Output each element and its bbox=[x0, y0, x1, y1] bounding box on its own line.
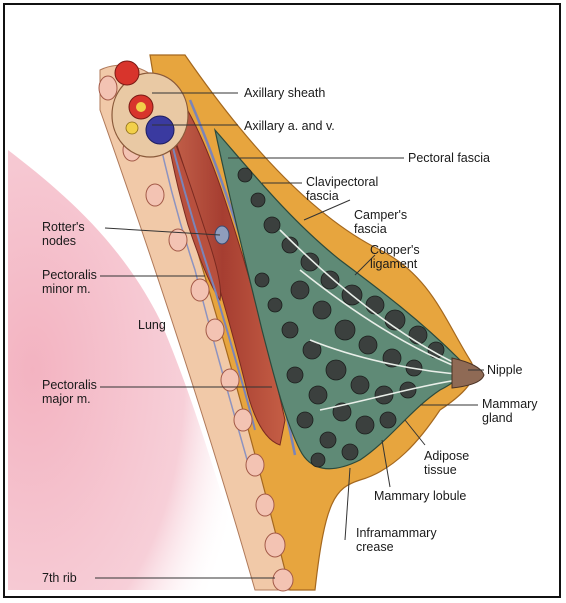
label-coopers-ligament: Cooper's ligament bbox=[370, 243, 420, 271]
artery-icon bbox=[115, 61, 139, 85]
label-campers-fascia: Camper's fascia bbox=[354, 208, 407, 236]
label-axillary-artery-vein: Axillary a. and v. bbox=[244, 119, 335, 133]
label-nipple: Nipple bbox=[487, 363, 522, 377]
label-line: tissue bbox=[424, 463, 469, 477]
label-line: crease bbox=[356, 540, 437, 554]
label-pectoral-fascia: Pectoral fascia bbox=[408, 151, 490, 165]
label-line: Cooper's bbox=[370, 243, 420, 257]
label-clavipectoral-fascia: Clavipectoral fascia bbox=[306, 175, 378, 203]
label-line: Inframammary bbox=[356, 526, 437, 540]
label-line: Mammary bbox=[482, 397, 538, 411]
label-lung: Lung bbox=[138, 318, 166, 332]
label-line: ligament bbox=[370, 257, 420, 271]
label-adipose-tissue: Adipose tissue bbox=[424, 449, 469, 477]
label-line: gland bbox=[482, 411, 538, 425]
label-line: Adipose bbox=[424, 449, 469, 463]
nipple bbox=[452, 358, 484, 388]
label-seventh-rib: 7th rib bbox=[42, 571, 77, 585]
label-line: fascia bbox=[306, 189, 378, 203]
label-pectoralis-major: Pectoralis major m. bbox=[42, 378, 97, 406]
label-inframammary-crease: Inframammary crease bbox=[356, 526, 437, 554]
label-axillary-sheath: Axillary sheath bbox=[244, 86, 325, 100]
label-line: Camper's bbox=[354, 208, 407, 222]
label-mammary-lobule: Mammary lobule bbox=[374, 489, 466, 503]
label-line: fascia bbox=[354, 222, 407, 236]
label-pectoralis-minor: Pectoralis minor m. bbox=[42, 268, 97, 296]
label-mammary-gland: Mammary gland bbox=[482, 397, 538, 425]
label-line: Pectoralis bbox=[42, 378, 97, 392]
label-line: Clavipectoral bbox=[306, 175, 378, 189]
label-line: nodes bbox=[42, 234, 85, 248]
label-rotters-nodes: Rotter's nodes bbox=[42, 220, 85, 248]
vein-icon bbox=[146, 116, 174, 144]
label-line: major m. bbox=[42, 392, 97, 406]
label-line: Rotter's bbox=[42, 220, 85, 234]
label-line: Pectoralis bbox=[42, 268, 97, 282]
label-line: minor m. bbox=[42, 282, 97, 296]
